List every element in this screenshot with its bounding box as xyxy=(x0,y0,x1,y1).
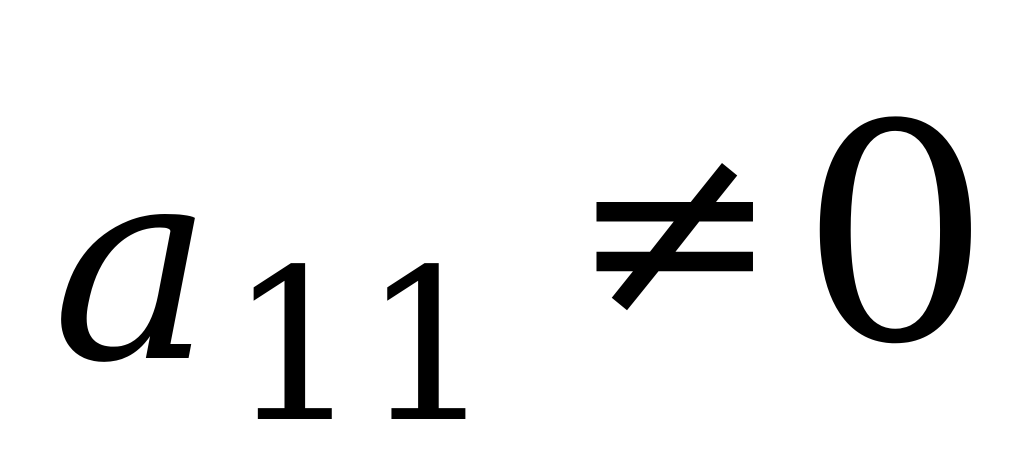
not-equal-sign: ≠ xyxy=(570,83,780,374)
subscript-11: 11 xyxy=(228,224,496,469)
zero-value: 0 xyxy=(800,61,991,410)
variable-a: a xyxy=(52,107,213,422)
